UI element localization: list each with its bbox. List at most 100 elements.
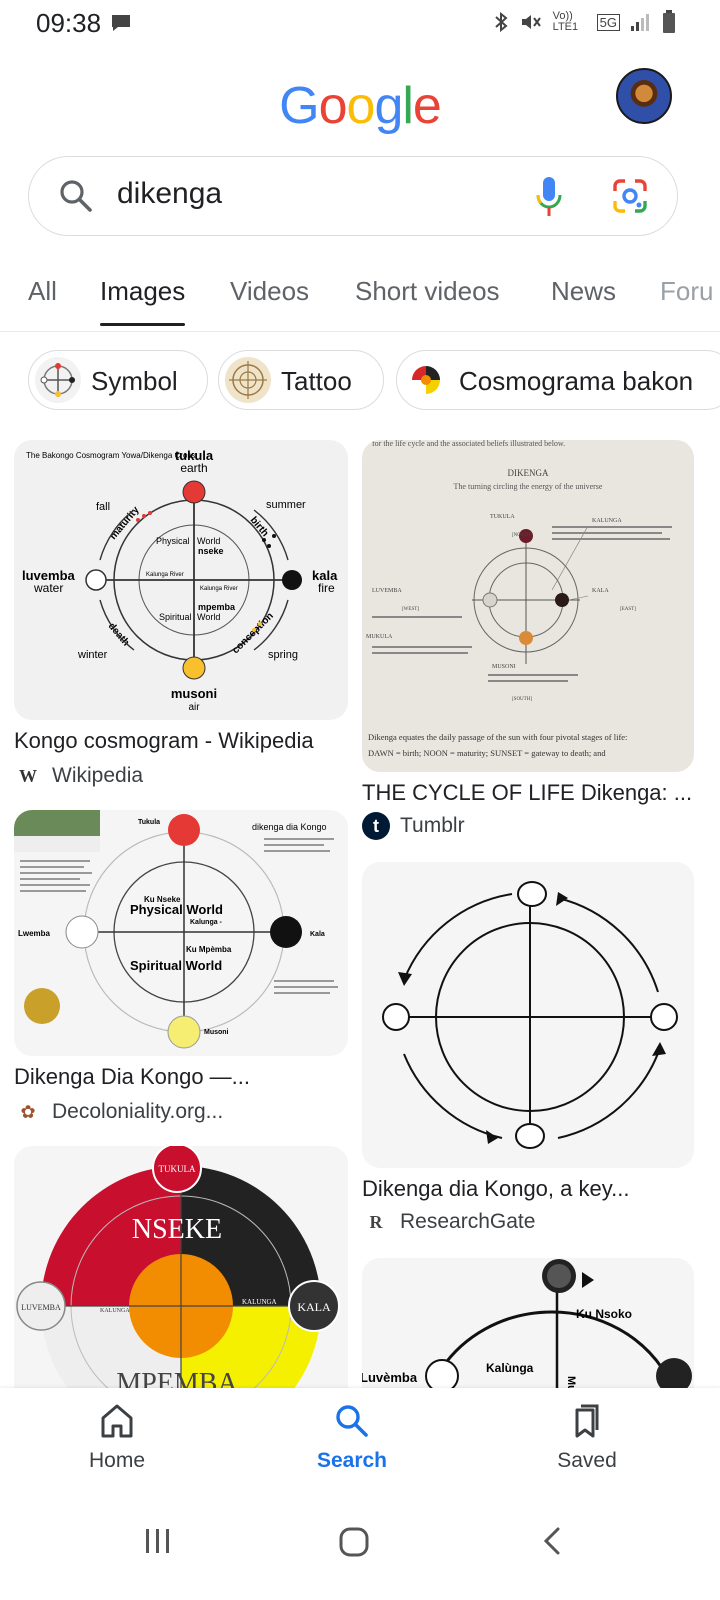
image-result-title[interactable]: THE CYCLE OF LIFE Dikenga: ... xyxy=(362,780,693,805)
account-avatar[interactable] xyxy=(616,68,672,124)
svg-text:Ku Mpèmba: Ku Mpèmba xyxy=(186,945,232,954)
svg-text:LUVEMBA: LUVEMBA xyxy=(372,588,402,594)
nav-home-label: Home xyxy=(88,1449,146,1472)
svg-text:nseke: nseke xyxy=(198,546,224,556)
chat-notification-icon xyxy=(112,15,130,31)
image-thumbnail[interactable]: Tukula dikenga dia Kongo Ku Nseke Physic… xyxy=(14,810,348,1056)
image-thumbnail[interactable]: The Bakongo Cosmogram Yowa/Dikenga Cross… xyxy=(14,440,348,720)
bluetooth-icon xyxy=(494,11,508,33)
nav-home[interactable]: Home xyxy=(47,1402,187,1473)
svg-text:spring: spring xyxy=(268,649,298,661)
image-result-nseke-mpemba[interactable]: TUKULA NSEKE LUVEMBA KALUNGA KALUNGA KAL… xyxy=(14,1146,348,1388)
image-result-title[interactable]: Kongo cosmogram - Wikipedia xyxy=(14,728,314,753)
status-bar: 09:38 Vo)) LTE1 5G xyxy=(0,0,720,44)
google-lens-icon[interactable] xyxy=(611,177,649,215)
svg-text:fire: fire xyxy=(318,581,335,595)
battery-icon xyxy=(663,10,675,33)
image-result-wikipedia[interactable]: The Bakongo Cosmogram Yowa/Dikenga Cross… xyxy=(14,440,348,790)
nav-search[interactable]: Search xyxy=(282,1402,422,1473)
image-thumbnail[interactable]: TUKULA NSEKE LUVEMBA KALUNGA KALUNGA KAL… xyxy=(14,1146,348,1388)
image-result-source[interactable]: W Wikipedia xyxy=(14,762,143,790)
svg-text:[EAST]: [EAST] xyxy=(620,607,636,612)
chip-cosmograma-bakongo[interactable]: Cosmograma bakon xyxy=(396,350,720,410)
svg-text:for the life cycle and the ass: for the life cycle and the associated be… xyxy=(372,440,565,448)
image-result-title[interactable]: Dikenga dia Kongo, a key... xyxy=(362,1176,630,1201)
back-icon[interactable] xyxy=(540,1526,564,1556)
chip-tattoo-thumbnail xyxy=(225,357,271,403)
svg-text:Spiritual World: Spiritual World xyxy=(130,958,222,973)
svg-text:DAWN = birth; NOON = maturity;: DAWN = birth; NOON = maturity; SUNSET = … xyxy=(368,748,606,758)
svg-text:MUSONI: MUSONI xyxy=(492,664,516,670)
svg-text:MPEMBA: MPEMBA xyxy=(116,1368,238,1388)
svg-text:Luvèmba: Luvèmba xyxy=(362,1370,418,1385)
svg-text:Spiritual: Spiritual xyxy=(159,612,192,622)
home-icon xyxy=(101,1404,133,1438)
svg-text:fall: fall xyxy=(96,501,110,513)
image-result-source[interactable]: R ResearchGate xyxy=(362,1208,536,1236)
tab-images[interactable]: Images xyxy=(100,276,186,326)
image-result-decoloniality[interactable]: Tukula dikenga dia Kongo Ku Nseke Physic… xyxy=(14,810,348,1130)
svg-text:Physical: Physical xyxy=(156,536,190,546)
svg-text:KALUNGA: KALUNGA xyxy=(100,1308,130,1314)
decoloniality-icon: ✿ xyxy=(20,1101,36,1122)
search-box[interactable]: dikenga xyxy=(28,156,678,236)
mute-icon xyxy=(521,15,541,29)
recent-apps-icon[interactable] xyxy=(142,1526,174,1556)
image-result-title[interactable]: Dikenga Dia Kongo —... xyxy=(14,1064,251,1089)
image-thumbnail[interactable] xyxy=(362,862,694,1168)
svg-text:TUKULA: TUKULA xyxy=(490,514,515,520)
svg-text:NSEKE: NSEKE xyxy=(132,1214,222,1245)
svg-text:Physical World: Physical World xyxy=(130,902,223,917)
svg-text:Lwemba: Lwemba xyxy=(18,929,51,938)
svg-text:birth: birth xyxy=(248,515,271,539)
image-thumbnail[interactable]: for the life cycle and the associated be… xyxy=(362,440,694,772)
status-time: 09:38 xyxy=(36,8,102,38)
chip-cosmograma-thumbnail xyxy=(403,357,449,403)
tab-short-videos[interactable]: Short videos xyxy=(355,276,500,306)
image-result-source[interactable]: ✿ Decoloniality.org... xyxy=(14,1098,223,1126)
svg-text:mpemba: mpemba xyxy=(198,602,236,612)
wikipedia-icon: W xyxy=(19,765,37,786)
nav-saved[interactable]: Saved xyxy=(517,1402,657,1473)
search-nav-icon xyxy=(336,1405,368,1437)
tab-videos[interactable]: Videos xyxy=(230,276,310,306)
chip-cosmograma-label: Cosmograma bakon xyxy=(459,366,694,396)
svg-text:Mu K: Mu K xyxy=(565,1376,577,1388)
chip-tattoo[interactable]: Tattoo xyxy=(218,350,384,410)
svg-text:[WEST]: [WEST] xyxy=(402,607,419,612)
svg-text:MUKULA: MUKULA xyxy=(366,634,393,640)
svg-text:[NORTH]: [NORTH] xyxy=(512,533,533,538)
tab-forums[interactable]: Foru xyxy=(660,276,714,306)
nav-search-label: Search xyxy=(316,1449,388,1472)
image-result-ku-nsoko[interactable]: Ku Nsoko Kalùnga Luvèmba Mu K xyxy=(362,1258,694,1388)
kongo-cosmogram-image: The Bakongo Cosmogram Yowa/Dikenga Cross… xyxy=(22,448,338,713)
svg-text:dikenga dia Kongo: dikenga dia Kongo xyxy=(252,822,327,832)
svg-text:[SOUTH]: [SOUTH] xyxy=(512,697,532,702)
dikenga-diagram-image xyxy=(382,881,678,1149)
filter-chips: Symbol Tattoo Cosmograma bakon xyxy=(0,350,720,412)
tab-all[interactable]: All xyxy=(28,276,57,306)
image-result-researchgate[interactable]: Dikenga dia Kongo, a key... R ResearchGa… xyxy=(362,862,694,1233)
tab-news[interactable]: News xyxy=(551,276,617,306)
svg-text:water: water xyxy=(33,581,63,595)
image-result-source[interactable]: t Tumblr xyxy=(362,812,465,840)
nav-saved-label: Saved xyxy=(557,1449,617,1472)
search-input[interactable]: dikenga xyxy=(117,177,223,210)
svg-text:DIKENGA: DIKENGA xyxy=(508,468,549,478)
bottom-navigation: Home Search Saved xyxy=(0,1388,720,1498)
svg-text:KALA: KALA xyxy=(297,1300,331,1314)
chip-symbol[interactable]: Symbol xyxy=(28,350,208,410)
svg-text:KALA: KALA xyxy=(592,588,609,594)
svg-text:World: World xyxy=(197,536,220,546)
svg-text:KALUNGA: KALUNGA xyxy=(242,1298,277,1306)
image-result-tumblr[interactable]: for the life cycle and the associated be… xyxy=(362,440,694,840)
svg-text:earth: earth xyxy=(180,461,207,475)
lte-text: Vo)) LTE1 xyxy=(552,10,579,33)
google-logo: Google xyxy=(279,77,442,135)
image-thumbnail[interactable]: Ku Nsoko Kalùnga Luvèmba Mu K xyxy=(362,1258,694,1388)
ku-nsoko-diagram-image: Ku Nsoko Kalùnga Luvèmba Mu K xyxy=(362,1259,692,1388)
home-button-icon[interactable] xyxy=(338,1526,370,1558)
mic-icon[interactable] xyxy=(534,175,564,219)
researchgate-icon: R xyxy=(369,1211,383,1232)
svg-text:The turning circling the energ: The turning circling the energy of the u… xyxy=(454,482,603,491)
